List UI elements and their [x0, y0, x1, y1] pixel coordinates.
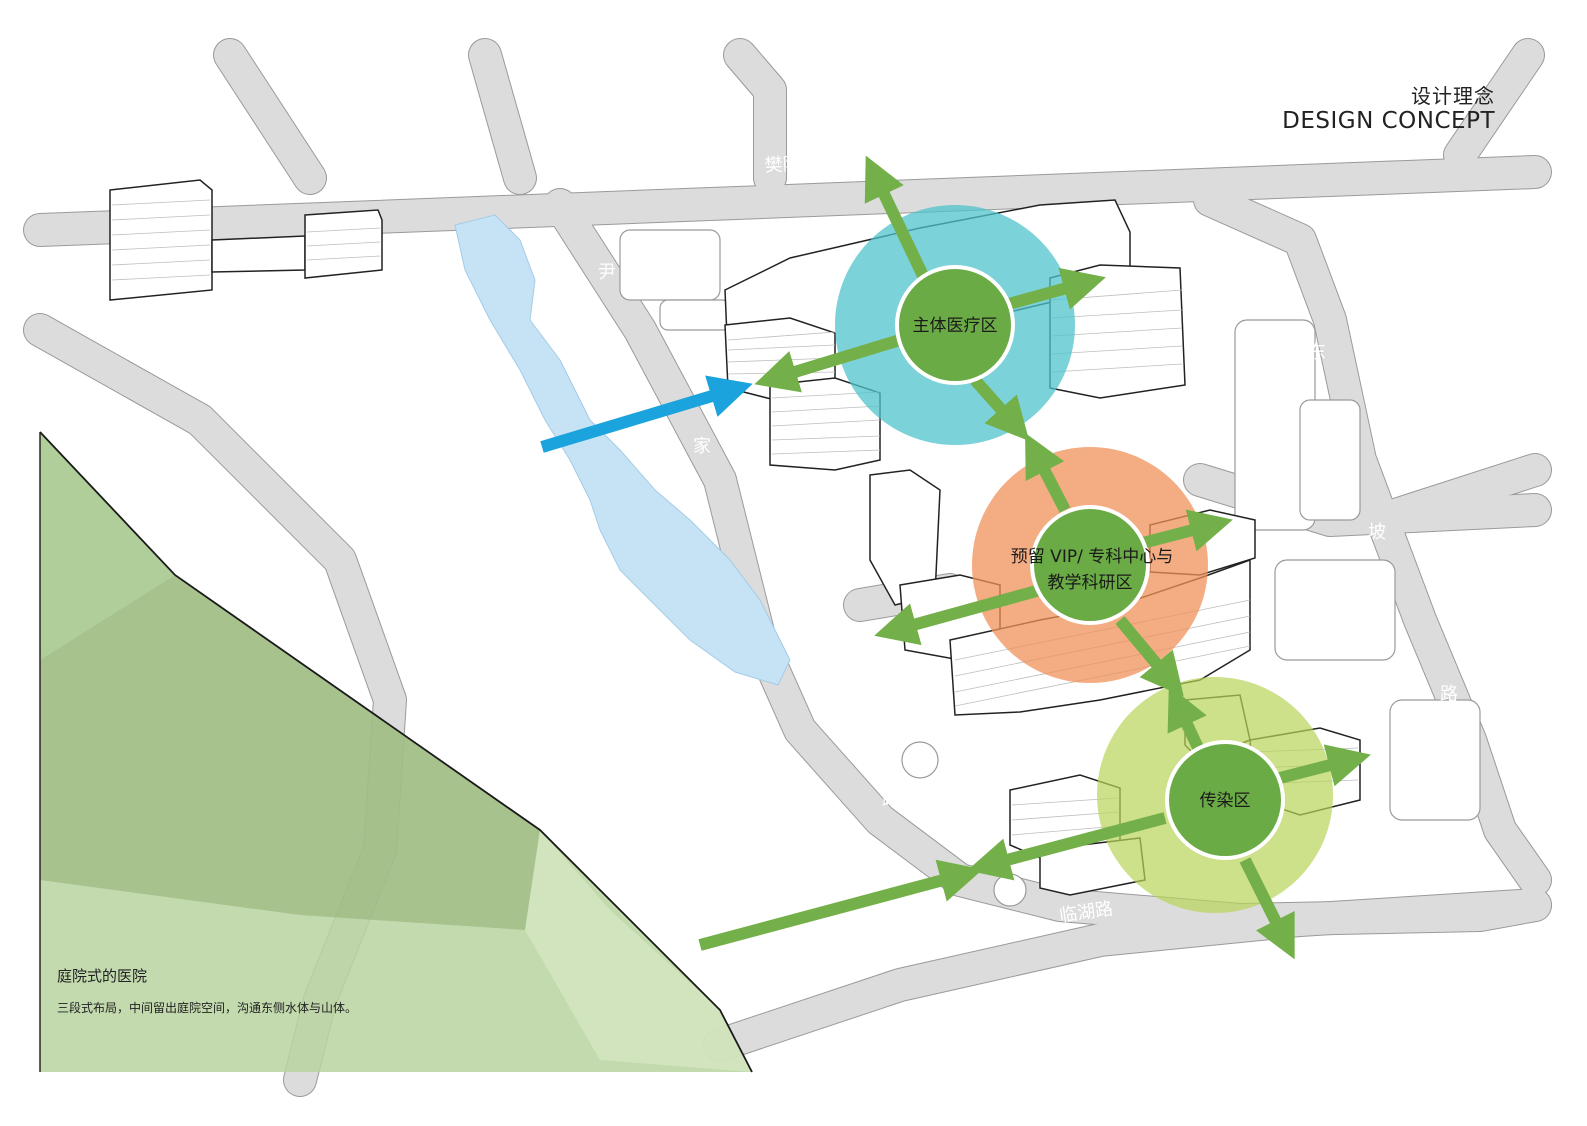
water-lake [454, 214, 791, 686]
arrow-main-north [864, 155, 931, 283]
arrow-infect-south [1239, 857, 1295, 960]
arrow-main-west [754, 334, 902, 393]
arrow-entry-green [698, 859, 983, 951]
arrow-vip-south [1115, 616, 1184, 697]
site-plots [619, 229, 1481, 907]
main-zone-label: 主体医疗区 [913, 316, 998, 336]
road-network [23, 38, 1552, 1097]
arrow-infect-west [967, 812, 1167, 881]
note-title: 庭院式的医院 [57, 967, 148, 985]
flow-arrows [540, 155, 1371, 960]
vip-zone-label-line1: 预留 VIP/ 专科中心与 [1011, 547, 1173, 567]
note-body: 三段式布局，中间留出庭院空间，沟通东侧水体与山体。 [57, 1001, 358, 1015]
arrow-infect-north [1167, 685, 1207, 755]
west-buildings [109, 179, 383, 301]
road-label-lu-east: 路 [1440, 684, 1458, 705]
header-title-cn: 设计理念 [1411, 84, 1495, 108]
infect-zone-label: 传染区 [1200, 791, 1251, 811]
road-label-jia: 家 [693, 436, 711, 457]
road-label-lu-west: 路 [882, 789, 900, 810]
arrow-vip-west [874, 584, 1042, 646]
zone-nodes [895, 265, 1285, 860]
infect-zone-node [1165, 740, 1285, 860]
vip-zone-label-line2: 教学科研区 [1048, 573, 1133, 593]
road-label-fanchen: 樊陈路 [764, 153, 819, 177]
road-label-yin: 尹 [598, 262, 616, 283]
arrow-main-east [1003, 267, 1106, 311]
arrow-infect-east [1270, 744, 1371, 787]
road-label-dong: 东 [1308, 342, 1326, 363]
arrow-entry-blue [540, 375, 753, 453]
arrow-main-south [970, 376, 1030, 442]
road-label-chong: 冲 [800, 616, 818, 637]
road-label-po: 坡 [1368, 522, 1386, 543]
arrow-vip-north [1025, 432, 1071, 513]
arrow-vip-east [1133, 509, 1233, 552]
vip-zone-node [1030, 505, 1150, 625]
main-zone-node [895, 265, 1015, 385]
header-title-en: DESIGN CONCEPT [1282, 108, 1495, 134]
mountain-overlay [39, 431, 753, 1073]
